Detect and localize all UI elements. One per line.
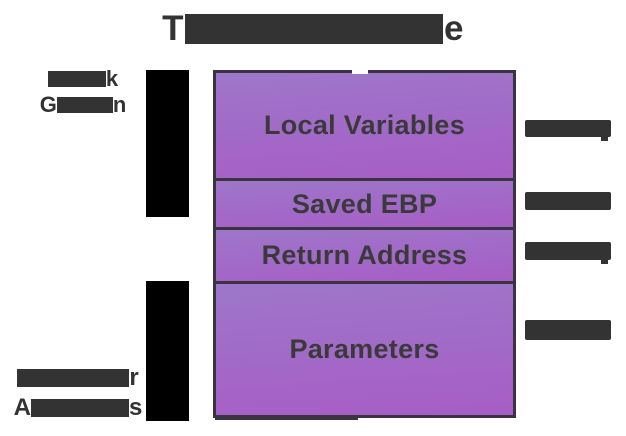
section-divider (216, 281, 513, 284)
left-redaction-bar-top (146, 70, 189, 217)
stack-box: Local Variables Saved EBP Return Address… (213, 70, 516, 418)
text-redaction-bar (56, 97, 113, 113)
higher-addresses-line2: A s (8, 393, 148, 423)
section-saved-ebp: Saved EBP (216, 181, 513, 227)
title-redaction-bar (184, 14, 443, 44)
stack-growth-line1-suffix: k (105, 66, 119, 91)
section-local-variables: Local Variables (216, 73, 513, 178)
stack-growth-line1: k (22, 66, 144, 92)
page-title: T e (0, 9, 626, 48)
address-redaction-bar-return-address (525, 242, 611, 264)
text-redaction-bar (17, 369, 130, 387)
section-label: Saved EBP (291, 188, 438, 219)
title-suffix: e (443, 9, 464, 48)
stack-growth-line2: G n (22, 92, 144, 118)
higher-addresses-line1: r (8, 363, 148, 393)
address-redaction-bar-local-variables (525, 120, 611, 141)
higher-addresses-label: r A s (8, 363, 148, 423)
box-bottom-border-stub (215, 418, 358, 420)
stack-growth-label: k G n (22, 66, 144, 118)
stack-growth-line2-prefix: G (39, 92, 57, 117)
higher-addresses-line2-suffix: s (128, 394, 143, 421)
address-redaction-bar-saved-ebp (525, 192, 611, 210)
section-divider (216, 227, 513, 230)
section-label: Parameters (289, 334, 440, 364)
section-label: Local Variables (263, 110, 466, 140)
glyph-fragment (601, 259, 608, 264)
left-redaction-bar-bottom (146, 281, 189, 421)
higher-addresses-line2-prefix: A (13, 394, 31, 421)
higher-addresses-line1-suffix: r (129, 364, 139, 391)
section-divider (216, 178, 513, 181)
text-redaction-bar (47, 71, 106, 87)
section-return-address: Return Address (216, 230, 513, 281)
address-redaction-bar-parameters (525, 320, 611, 340)
title-prefix: T (162, 9, 184, 48)
section-label: Return Address (261, 240, 468, 270)
stack-growth-line2-suffix: n (112, 92, 127, 117)
glyph-fragment (601, 136, 608, 141)
box-top-border-notch (352, 69, 368, 74)
text-redaction-bar (30, 399, 129, 417)
section-parameters: Parameters (216, 284, 513, 415)
